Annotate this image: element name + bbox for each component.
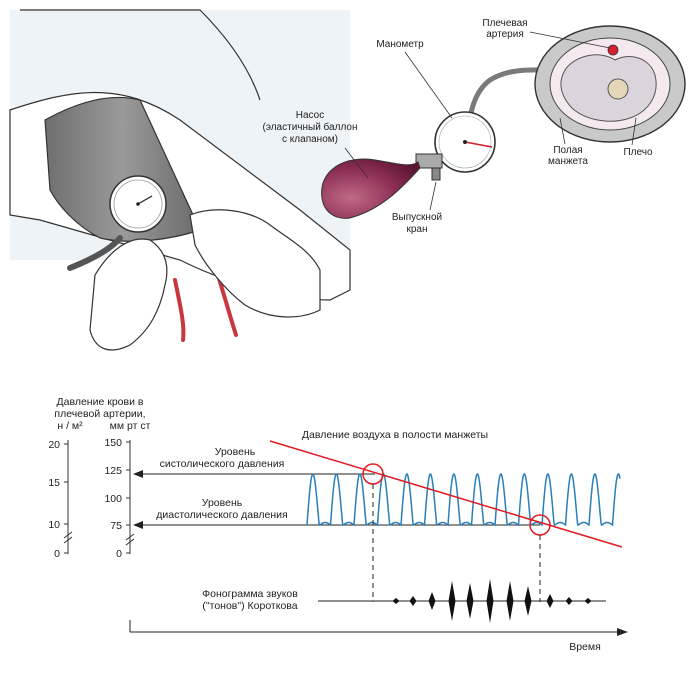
manometer-gauge	[434, 111, 496, 173]
korotkov-sound-burst	[392, 598, 400, 604]
apparatus	[321, 25, 686, 219]
left-hand	[89, 238, 168, 351]
artery-dot	[607, 44, 619, 56]
left-axis-break	[63, 531, 73, 544]
right-tick-label: 75	[110, 520, 122, 532]
systolic-label-2: систолического давления	[160, 458, 285, 470]
valve-knob	[431, 167, 441, 181]
diastolic-label-2: диастолического давления	[156, 509, 287, 521]
right-ticks: 150 125 100 75 0	[104, 437, 130, 560]
phonogram-label-2: ("тонов") Короткова	[202, 600, 297, 612]
label-valve-1: Выпускной	[392, 212, 442, 223]
systolic-label-1: Уровень	[215, 446, 256, 458]
right-tick-label: 125	[104, 465, 122, 477]
korotkov-sound-burst	[506, 581, 514, 621]
right-axis-break	[125, 533, 135, 546]
left-tick-label: 20	[48, 439, 60, 451]
label-pump-1: Насос	[296, 110, 324, 121]
left-ticks: 20 15 10 0	[48, 439, 68, 560]
top-labels: Плечевая артерия Манометр Насос (эластич…	[263, 18, 653, 235]
korotkov-sound-burst	[524, 586, 532, 616]
label-cuff-2: манжета	[548, 156, 588, 167]
cuff-gauge	[109, 175, 167, 233]
right-tick-label: 150	[104, 437, 122, 449]
korotkov-sound-burst	[486, 579, 494, 623]
right-tick-label: 100	[104, 493, 122, 505]
left-tick-label: 0	[54, 548, 60, 560]
systolic-arrow	[133, 470, 143, 478]
stethoscope-tube-1	[173, 278, 186, 342]
arm-scene	[9, 9, 351, 351]
label-artery-2: артерия	[486, 29, 524, 40]
label-pump-2: (эластичный баллон	[263, 121, 358, 133]
label-arm: Плечо	[623, 147, 652, 158]
arm-outline-top	[20, 9, 261, 101]
time-label: Время	[569, 641, 601, 653]
time-axis-arrow	[617, 628, 628, 636]
korotkov-sound-burst	[466, 583, 474, 619]
y-title-line-2: плечевой артерии,	[54, 408, 145, 420]
pressure-chart: Давление крови в плечевой артерии, н / м…	[48, 396, 628, 653]
right-hand	[189, 209, 321, 318]
arterial-pressure-wave	[306, 473, 621, 527]
label-artery-1: Плечевая	[482, 18, 527, 29]
arm-cross-section	[534, 25, 686, 143]
korotkov-sound-burst	[565, 597, 573, 605]
phonogram-label-1: Фонограмма звуков	[202, 588, 298, 600]
label-manometer: Манометр	[376, 39, 424, 50]
cuff-tube	[67, 235, 123, 271]
label-valve-2: кран	[406, 224, 427, 235]
korotkov-phonogram	[392, 579, 592, 623]
left-tick-label: 15	[48, 477, 60, 489]
korotkov-sound-burst	[409, 596, 417, 606]
unit-nm: н / м²	[57, 420, 83, 432]
cuff-pressure-line	[269, 440, 623, 548]
korotkov-sound-burst	[546, 594, 554, 608]
korotkov-sound-burst	[448, 581, 456, 621]
label-pump-3: с клапаном)	[282, 134, 338, 145]
cuff-pressure-label: Давление воздуха в полости манжеты	[302, 429, 488, 441]
left-tick-label: 10	[48, 519, 60, 531]
y-title-line-1: Давление крови в	[57, 396, 144, 408]
pump-bulb	[321, 158, 421, 219]
unit-mmhg: мм рт ст	[110, 420, 151, 432]
valve-body	[415, 153, 443, 169]
korotkov-sound-burst	[428, 592, 436, 610]
korotkov-sound-burst	[584, 598, 592, 604]
diastolic-arrow	[133, 521, 143, 529]
diastolic-label-1: Уровень	[202, 497, 243, 509]
right-tick-label: 0	[116, 548, 122, 560]
label-cuff-1: Полая	[553, 145, 582, 156]
